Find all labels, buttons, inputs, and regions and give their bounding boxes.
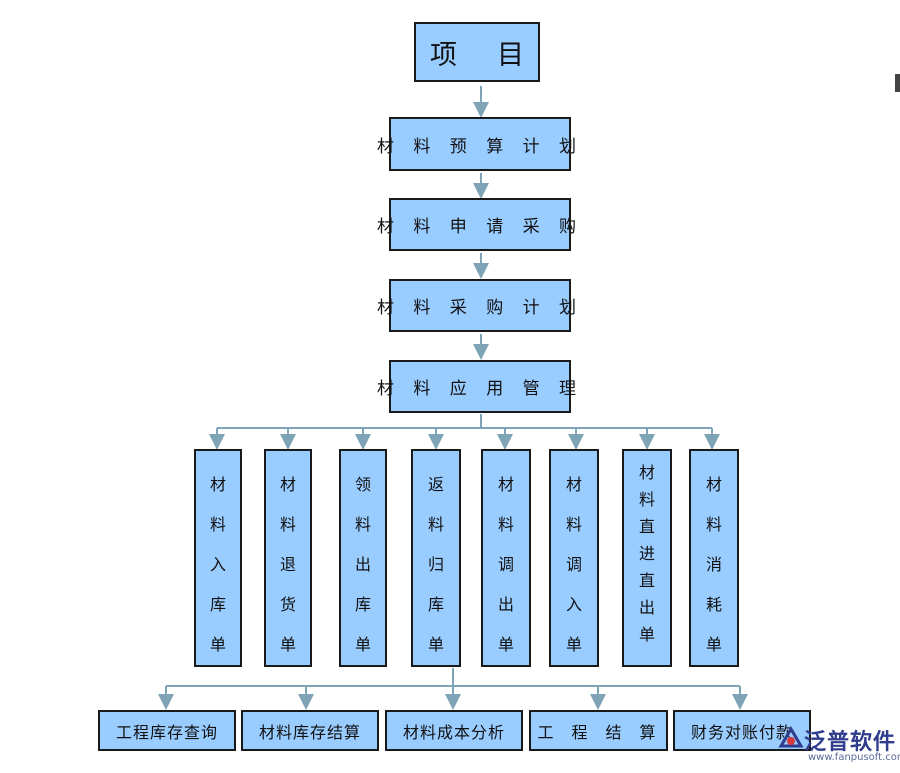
- node-project-char-2: 目: [497, 39, 524, 71]
- node-char: 料: [279, 515, 296, 534]
- node-financial-reconciliation-payment: 财务对账付款: [673, 710, 811, 751]
- node-material-return-to-stock-slip: 返 料 归 库 单: [411, 449, 461, 667]
- node-char: 单: [279, 635, 296, 654]
- node-char: 消: [705, 555, 722, 574]
- brand-name: 泛普软件: [804, 730, 897, 755]
- node-char: 料: [638, 490, 655, 509]
- node-char: 直: [638, 517, 655, 536]
- node-project-char-1: 项: [430, 39, 457, 71]
- node-project: 项 目: [414, 22, 540, 82]
- node-char: 材: [209, 475, 226, 494]
- node-char: 单: [638, 625, 655, 644]
- node-char: 单: [565, 635, 582, 654]
- node-char: 入: [209, 555, 226, 574]
- node-char: 退: [279, 555, 296, 574]
- node-char: 库: [427, 595, 444, 614]
- node-char: 调: [497, 555, 514, 574]
- node-char: 入: [565, 595, 582, 614]
- node-material-budget-plan: 材 料 预 算 计 划: [377, 117, 576, 171]
- node-char: 料: [427, 515, 444, 534]
- node-char: 单: [427, 635, 444, 654]
- node-char: 出: [497, 595, 514, 614]
- node-char: 料: [705, 515, 722, 534]
- fanpu-logo-icon: [778, 726, 804, 748]
- node-char: 领: [354, 475, 371, 494]
- node-project-settlement: 工程结算: [529, 710, 668, 751]
- node-char: 库: [354, 595, 371, 614]
- node-char: 料: [565, 515, 582, 534]
- node-char: 归: [427, 555, 444, 574]
- node-char: 单: [354, 635, 371, 654]
- node-char: 返: [427, 475, 444, 494]
- node-material-inbound-slip: 材 料 入 库 单: [194, 449, 242, 667]
- node-material-transfer-in-slip: 材 料 调 入 单: [549, 449, 599, 667]
- node-material-cost-analysis: 材料成本分析: [385, 710, 523, 751]
- brand-url: www.fanpusoft.com: [808, 752, 900, 763]
- node-char: 材: [497, 475, 514, 494]
- node-material-direct-in-out-slip: 材 料 直 进 直 出 单: [622, 449, 672, 667]
- node-char: 料: [497, 515, 514, 534]
- node-material-purchase-request: 材 料 申 请 采 购: [377, 198, 576, 251]
- node-char: 进: [638, 544, 655, 563]
- node-material-return-slip: 材 料 退 货 单: [264, 449, 312, 667]
- node-char: 材: [705, 475, 722, 494]
- node-char: 耗: [705, 595, 722, 614]
- edge-marker: [895, 74, 900, 92]
- node-project-inventory-query: 工程库存查询: [98, 710, 236, 751]
- node-char: 单: [209, 635, 226, 654]
- brand-logo: 泛普软件 www.fanpusoft.com: [778, 722, 900, 770]
- node-char: 直: [638, 571, 655, 590]
- node-char: 货: [279, 595, 296, 614]
- node-material-transfer-out-slip: 材 料 调 出 单: [481, 449, 531, 667]
- node-char: 出: [638, 598, 655, 617]
- node-char: 库: [209, 595, 226, 614]
- node-char: 材: [638, 463, 655, 482]
- node-char: 料: [209, 515, 226, 534]
- node-material-usage-management: 材 料 应 用 管 理: [377, 360, 576, 413]
- node-char: 料: [354, 515, 371, 534]
- node-char: 调: [565, 555, 582, 574]
- node-material-consumption-slip: 材 料 消 耗 单: [689, 449, 739, 667]
- node-char: 单: [705, 635, 722, 654]
- node-char: 出: [354, 555, 371, 574]
- node-char: 材: [565, 475, 582, 494]
- node-char: 材: [279, 475, 296, 494]
- node-material-purchase-plan: 材 料 采 购 计 划: [377, 279, 576, 332]
- node-material-inventory-settlement: 材料库存结算: [241, 710, 379, 751]
- node-material-outbound-slip: 领 料 出 库 单: [339, 449, 387, 667]
- node-char: 单: [497, 635, 514, 654]
